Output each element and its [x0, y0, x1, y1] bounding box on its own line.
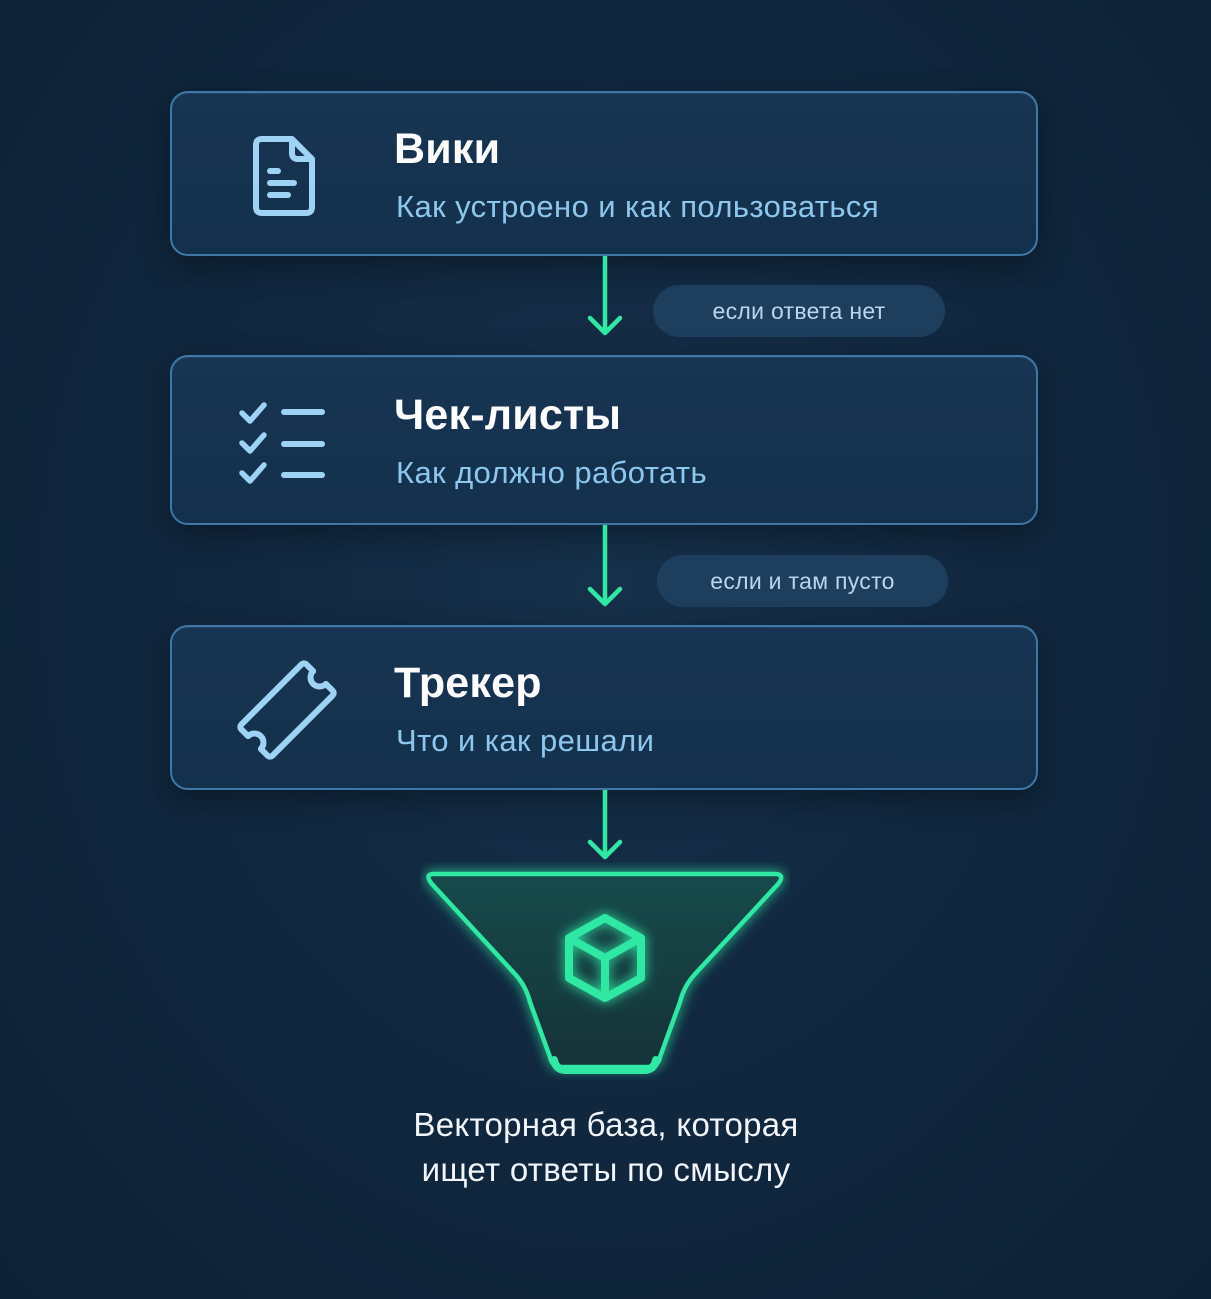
caption-line: ищет ответы по смыслу: [421, 1151, 791, 1188]
transition-label: если и там пусто: [657, 555, 948, 607]
destination-caption: Векторная база, которая ищет ответы по с…: [300, 1102, 912, 1192]
document-icon: [232, 121, 342, 231]
arrow-down-icon: [585, 253, 625, 338]
card-title: Чек-листы: [394, 391, 622, 439]
card-subtitle: Что и как решали: [396, 723, 655, 758]
caption-line: Векторная база, которая: [413, 1106, 799, 1143]
arrow-down-icon: [585, 522, 625, 609]
card-subtitle: Как устроено и как пользоваться: [396, 189, 880, 224]
card-tracker: Трекер Что и как решали: [170, 625, 1038, 790]
arrow-down-icon: [585, 787, 625, 862]
card-title: Трекер: [394, 659, 542, 707]
checklist-icon: [232, 387, 342, 497]
transition-label: если ответа нет: [653, 285, 945, 337]
card-title: Вики: [394, 125, 501, 173]
vector-database-funnel: [420, 862, 790, 1082]
card-checklists: Чек-листы Как должно работать: [170, 355, 1038, 525]
card-wiki: Вики Как устроено и как пользоваться: [170, 91, 1038, 256]
cube-icon: [565, 914, 645, 1002]
ticket-icon: [232, 655, 342, 765]
card-subtitle: Как должно работать: [396, 455, 708, 490]
